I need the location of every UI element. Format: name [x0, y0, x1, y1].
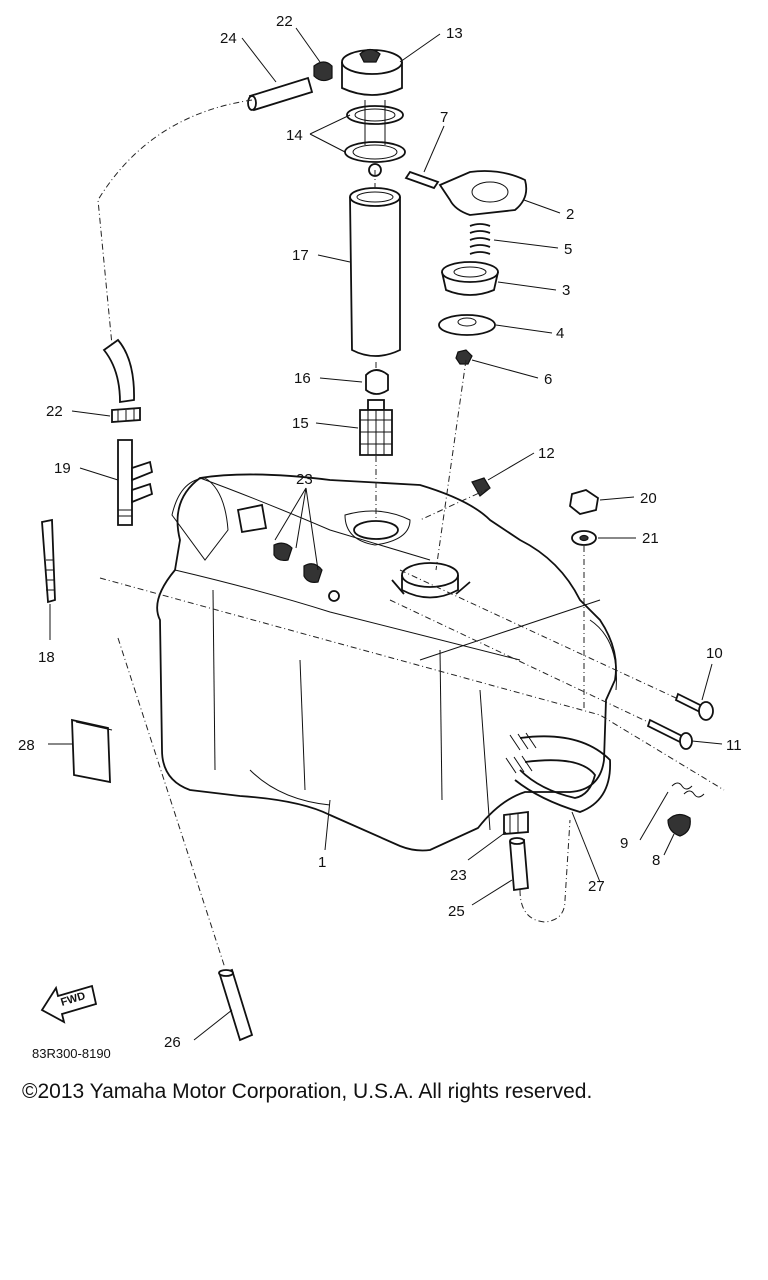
nut-6 [455, 349, 473, 365]
label-23-top: 23 [296, 471, 313, 488]
label-26: 26 [164, 1034, 181, 1051]
gasket [438, 314, 496, 336]
label-10: 10 [706, 645, 723, 662]
filler-tube[interactable] [349, 187, 401, 357]
pin-7 [404, 170, 440, 190]
label-22-left: 22 [46, 403, 63, 420]
grommet-8 [667, 813, 691, 837]
label-19: 19 [54, 460, 71, 477]
label-11: 11 [726, 737, 742, 754]
label-25: 25 [448, 903, 465, 920]
label-15: 15 [292, 415, 309, 432]
bolt-11 [646, 718, 693, 750]
label-22-top: 22 [276, 13, 293, 30]
nut-20 [569, 489, 599, 515]
clip-12 [471, 477, 491, 497]
label-4: 4 [556, 325, 564, 342]
fwd-arrow-icon: FWD [40, 984, 98, 1024]
label-14: 14 [286, 127, 303, 144]
clamp-22-top [313, 61, 333, 82]
label-21: 21 [642, 530, 659, 547]
label-12: 12 [538, 445, 555, 462]
clamp-23-bottom [503, 810, 529, 835]
o-rings [344, 100, 406, 177]
hose-bent[interactable] [102, 338, 135, 404]
label-20: 20 [640, 490, 657, 507]
label-17: 17 [292, 247, 309, 264]
fwd-label: FWD [59, 990, 87, 1009]
clamps-23 [236, 503, 340, 602]
part-labels: 24 22 13 14 7 2 17 5 3 4 16 6 15 22 12 1… [18, 13, 742, 1051]
label-24: 24 [220, 30, 237, 47]
washer-21 [571, 530, 597, 546]
filler-neck [391, 562, 471, 599]
guide-lines [97, 99, 725, 969]
label-1: 1 [318, 854, 326, 871]
leader-lines [48, 27, 723, 1041]
hose-24[interactable] [247, 76, 314, 112]
hose-25[interactable] [509, 837, 529, 892]
label-23-bottom: 23 [450, 867, 467, 884]
spring [469, 223, 491, 255]
label-5: 5 [564, 241, 572, 258]
clip-9 [671, 782, 705, 798]
band-18 [41, 518, 56, 604]
vent-hose-27[interactable] [505, 732, 611, 813]
fuel-tank[interactable] [156, 473, 617, 852]
cap-seat [441, 261, 499, 296]
reference-code: 83R300-8190 [32, 1046, 111, 1060]
label-27: 27 [588, 878, 605, 895]
hose-26[interactable] [218, 968, 254, 1042]
pad-28 [71, 718, 113, 784]
fuel-tank-exploded-diagram: FWD 83R300-8190 24 22 13 14 7 2 17 5 3 4… [18, 13, 742, 1060]
label-3: 3 [562, 282, 570, 299]
label-2: 2 [566, 206, 574, 223]
label-13: 13 [446, 25, 463, 42]
label-6: 6 [544, 371, 552, 388]
label-28: 28 [18, 737, 35, 754]
label-9: 9 [620, 835, 628, 852]
label-18: 18 [38, 649, 55, 666]
joint-19[interactable] [117, 439, 154, 526]
hose-clamp-16 [365, 369, 389, 395]
label-7: 7 [440, 109, 448, 126]
fuel-filter[interactable] [359, 399, 393, 456]
clamp-22-left [111, 407, 141, 423]
copyright-notice: ©2013 Yamaha Motor Corporation, U.S.A. A… [22, 1080, 593, 1103]
label-8: 8 [652, 852, 660, 869]
cap-cover[interactable] [438, 170, 528, 216]
fuel-cap[interactable] [341, 48, 403, 96]
bolt-10 [674, 692, 714, 721]
label-16: 16 [294, 370, 311, 387]
